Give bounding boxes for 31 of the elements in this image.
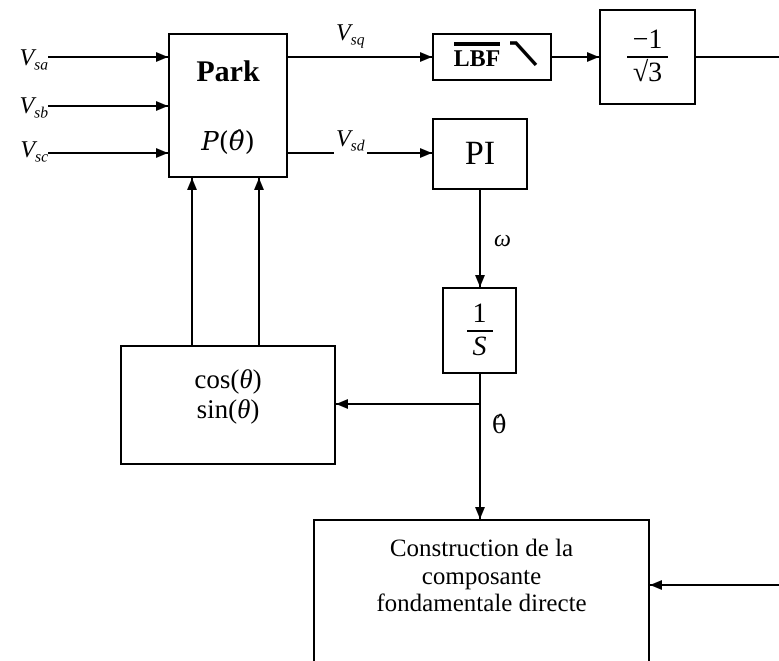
block-label: sin(θ) — [196, 394, 260, 424]
park-transform-block — [168, 33, 288, 178]
signal-arrow — [475, 190, 485, 287]
signal-arrow — [48, 148, 168, 158]
block-label: LBF — [454, 42, 500, 72]
signal-line — [696, 56, 779, 58]
block-label: P(θ̂) — [201, 128, 255, 156]
signal-arrow — [48, 101, 168, 111]
process-block — [313, 519, 650, 661]
fraction-denominator: √3 — [632, 58, 662, 89]
lowpass-filter-block — [432, 33, 552, 81]
integrator-block — [442, 287, 517, 374]
fraction-numerator: 1 — [466, 298, 492, 332]
signal-arrow — [552, 52, 599, 62]
block-label: Park — [196, 54, 260, 88]
signal-label: V$_{sb}$ — [6, 90, 48, 122]
signal-arrow — [254, 178, 264, 345]
signal-label: V$_{sc}$ — [6, 134, 48, 166]
trig-function-block — [120, 345, 336, 465]
block-label: PI — [464, 135, 496, 173]
fraction-denominator: S — [472, 332, 486, 362]
signal-arrow — [650, 580, 779, 590]
fraction-numerator: −1 — [626, 25, 668, 58]
gain-block — [599, 9, 696, 105]
signal-arrow — [187, 178, 197, 345]
signal-arrow — [48, 52, 168, 62]
signal-label: V$_{sa}$ — [6, 42, 48, 74]
block-label: cos(θ) — [194, 365, 262, 395]
signal-arrow — [288, 52, 432, 62]
pi-controller-block — [432, 118, 528, 190]
block-label: Construction de la composante fondamentale directe — [375, 535, 588, 618]
